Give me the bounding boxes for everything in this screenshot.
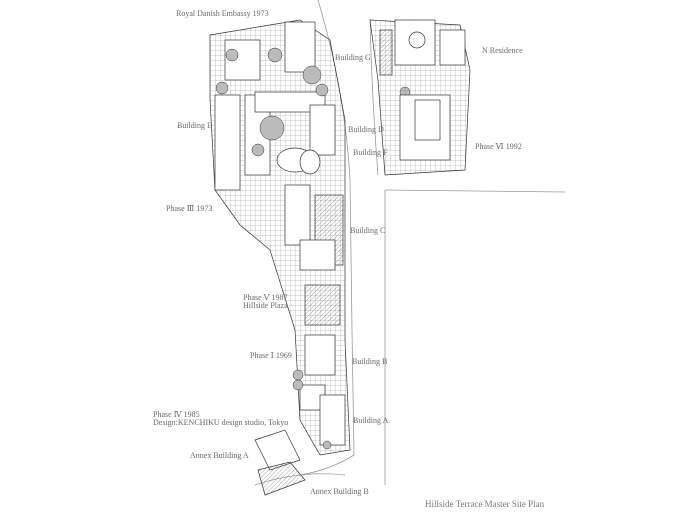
label-n-residence: N Residence (482, 46, 523, 55)
label-design-credit: Design:KENCHIKU design studio, Tokyo (153, 418, 289, 427)
label-annex-a: Annex Building A (190, 451, 249, 460)
label-phase-iv: Phase Ⅳ 1985 (153, 410, 200, 419)
phase-vi-block (369, 19, 471, 176)
label-hillside-plaza: Hillside Plaza (243, 301, 288, 310)
plan-title: Hillside Terrace Master Site Plan (425, 499, 545, 509)
label-building-g: Building G (335, 53, 371, 62)
label-royal-danish-embassy: Royal Danish Embassy 1973 (176, 9, 269, 18)
label-phase-iii: Phase Ⅲ 1973 (166, 204, 213, 213)
main-block (209, 19, 351, 456)
label-phase-i: Phase Ⅰ 1969 (250, 351, 292, 360)
label-building-d: Building D (348, 125, 384, 134)
label-phase-vi: Phase Ⅵ 1992 (475, 142, 522, 151)
label-annex-b: Annex Building B (310, 487, 369, 496)
annex-block (254, 429, 306, 496)
label-building-c: Building C (350, 226, 386, 235)
label-building-f: Building F (353, 148, 388, 157)
label-building-b: Building B (352, 357, 388, 366)
label-phase-v: Phase Ⅴ 1987 (243, 293, 288, 302)
label-building-e: Building E (177, 121, 212, 130)
label-building-a: Building A (353, 416, 389, 425)
